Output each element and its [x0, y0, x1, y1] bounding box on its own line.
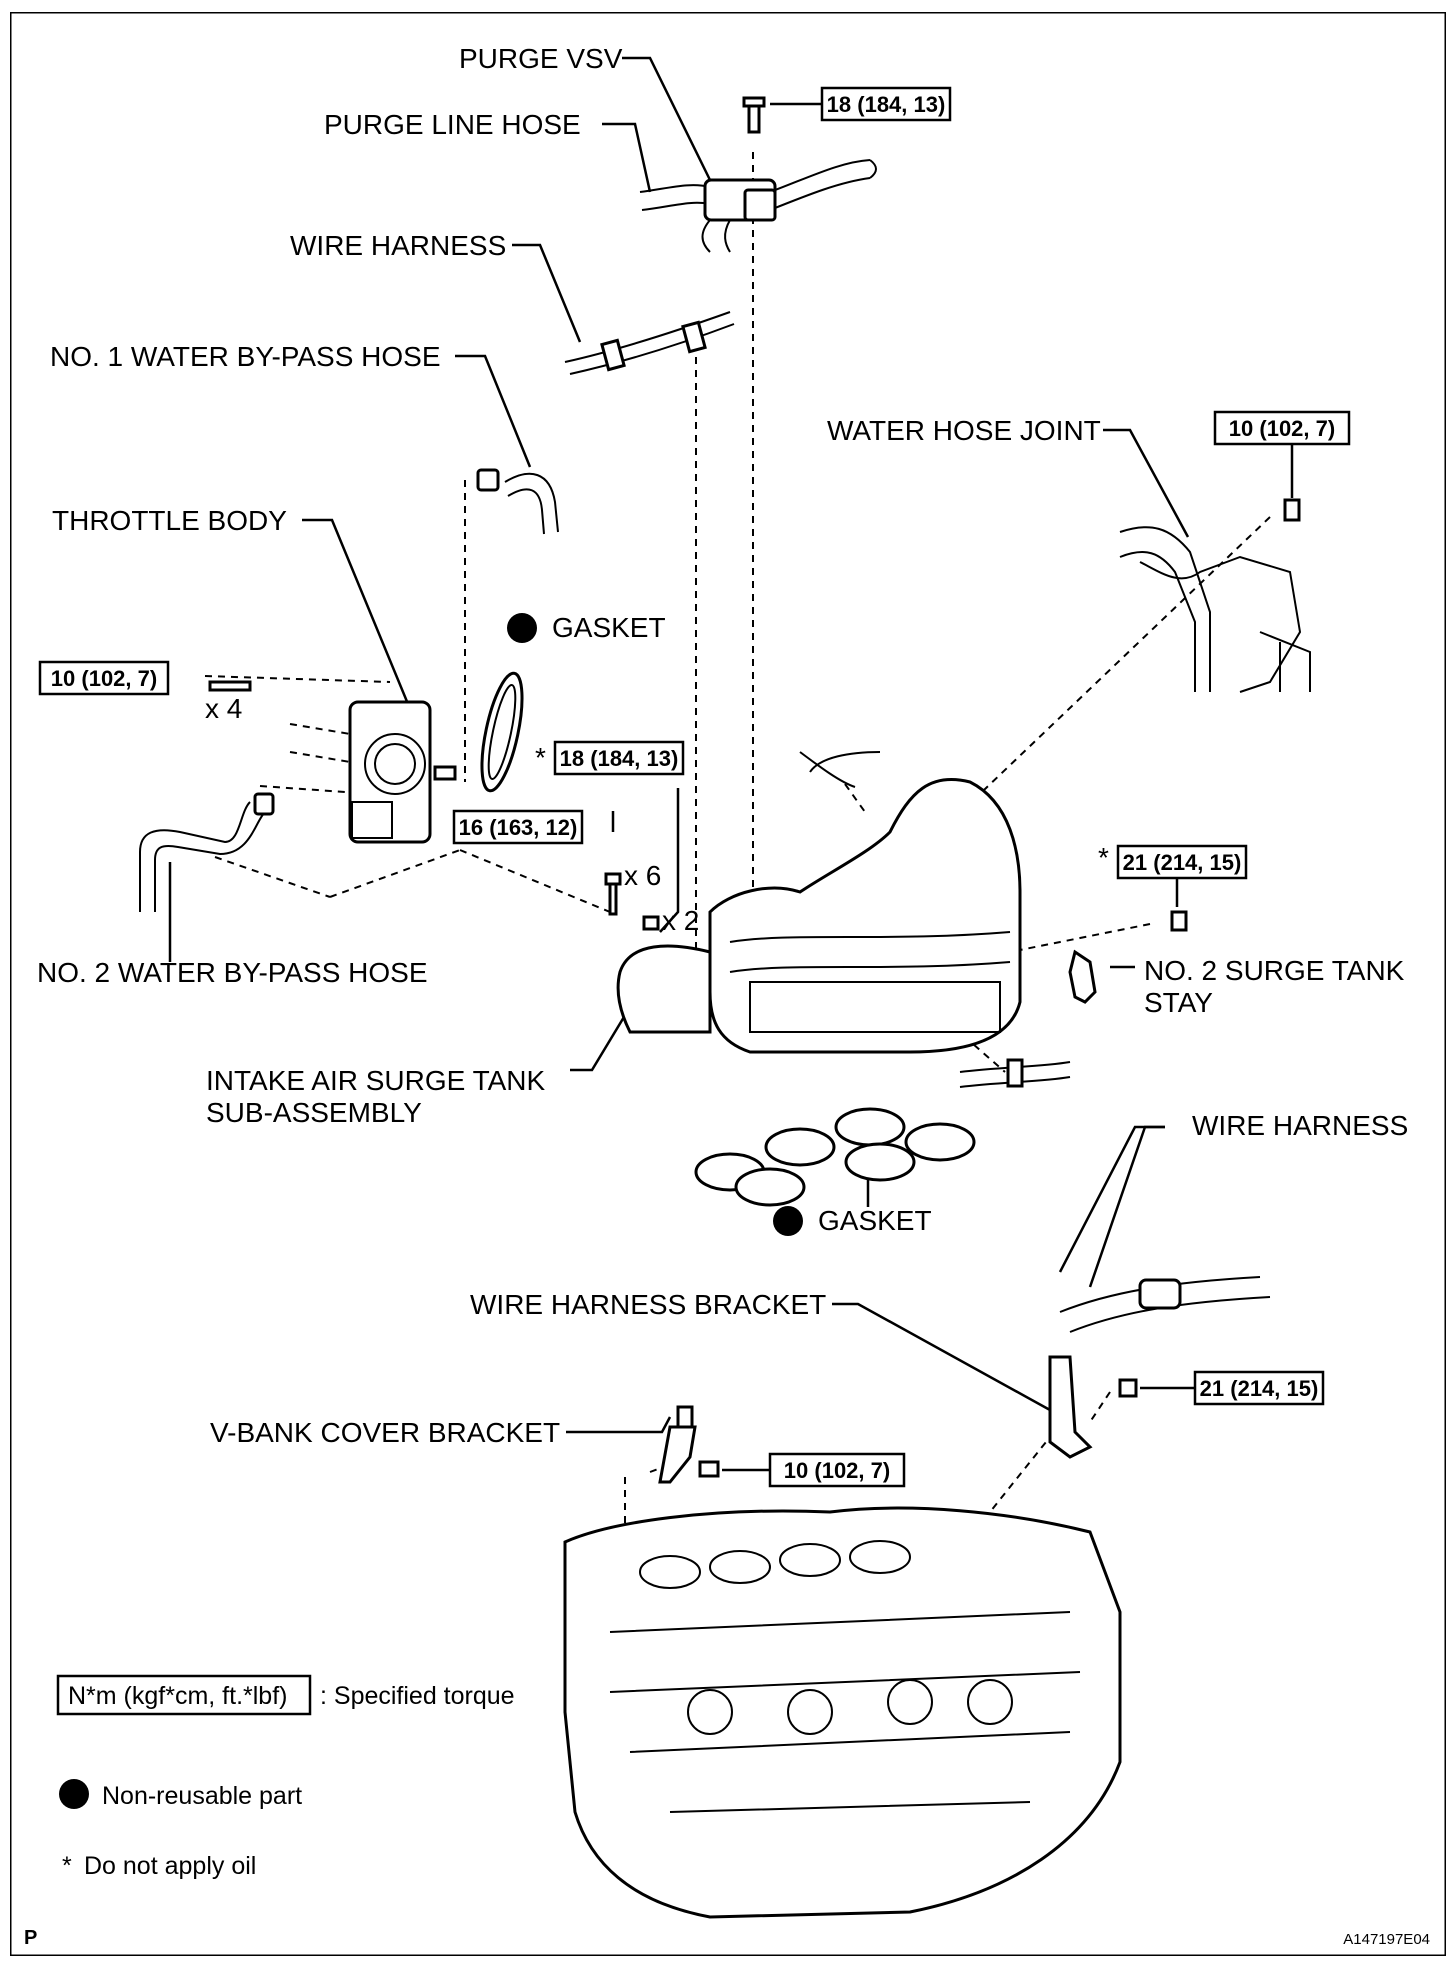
label-no2-water-bypass-hose: NO. 2 WATER BY-PASS HOSE: [37, 957, 428, 988]
engine-block-part: [563, 1506, 1122, 1919]
qty-surge-tank-nuts: x 2: [662, 905, 699, 936]
label-water-hose-joint: WATER HOSE JOINT: [827, 415, 1101, 446]
legend-torque: N*m (kgf*cm, ft.*lbf) : Specified torque: [56, 1674, 515, 1716]
nonreusable-mark-gasket-bottom: [773, 1206, 803, 1236]
legend-nonreusable: Non-reusable part: [59, 1779, 302, 1810]
svg-text:10 (102, 7): 10 (102, 7): [1229, 416, 1335, 441]
svg-text:21 (214, 15): 21 (214, 15): [1123, 850, 1242, 875]
label-intake-surge-tank-line2: SUB-ASSEMBLY: [206, 1097, 422, 1128]
svg-text:16 (163, 12): 16 (163, 12): [459, 815, 578, 840]
figure-id: A147197E04: [1343, 1931, 1430, 1948]
wire-harness-top-part: [564, 311, 735, 375]
throttle-gasket-part: [480, 671, 524, 793]
torque-box-wire-harness-bracket: 21 (214, 15): [1193, 1370, 1325, 1406]
throttle-body-part: [208, 680, 457, 844]
label-vbank-cover-bracket: V-BANK COVER BRACKET: [210, 1417, 560, 1448]
qty-throttle-bolts: x 4: [205, 693, 242, 724]
no1-water-bypass-hose-part: [476, 468, 559, 535]
svg-text:21 (214, 15): 21 (214, 15): [1200, 1376, 1319, 1401]
purge-vsv-part: [639, 96, 877, 253]
svg-text:Do not apply oil: Do not apply oil: [84, 1852, 256, 1880]
torque-box-purge-vsv: 18 (184, 13): [820, 86, 952, 122]
no2-water-bypass-hose-part: [139, 792, 275, 912]
torque-box-surge-tank-upper: * 18 (184, 13): [535, 740, 685, 776]
svg-text:: Specified torque: : Specified torque: [320, 1682, 515, 1710]
svg-text:10 (102, 7): 10 (102, 7): [51, 666, 157, 691]
water-hose-joint-part: [1119, 498, 1311, 693]
label-intake-surge-tank-line1: INTAKE AIR SURGE TANK: [206, 1065, 546, 1096]
leader-lines: [168, 56, 1190, 1434]
label-wire-harness-bracket: WIRE HARNESS BRACKET: [470, 1289, 826, 1320]
torque-box-throttle-body: 10 (102, 7): [38, 660, 170, 696]
svg-text:*: *: [1098, 842, 1109, 873]
svg-text:Non-reusable part: Non-reusable part: [102, 1782, 302, 1810]
torque-box-surge-tank-bolts: 16 (163, 12): [452, 809, 584, 845]
intake-surge-tank-part: [616, 751, 1022, 1054]
label-purge-vsv: PURGE VSV: [459, 43, 623, 74]
harness-bracket-part: [1048, 1276, 1271, 1459]
label-purge-line-hose: PURGE LINE HOSE: [324, 109, 581, 140]
svg-text:*: *: [535, 742, 546, 773]
label-no2-surge-tank-stay-line2: STAY: [1144, 987, 1213, 1018]
nonreusable-legend-dot: [59, 1779, 89, 1809]
svg-text:18 (184, 13): 18 (184, 13): [827, 92, 946, 117]
label-wire-harness-right: WIRE HARNESS: [1192, 1110, 1408, 1141]
label-no2-surge-tank-stay-line1: NO. 2 SURGE TANK: [1144, 955, 1405, 986]
nonreusable-mark-gasket-top: [507, 613, 537, 643]
wire-harness-right-part: [959, 1058, 1071, 1088]
footer-code: P: [24, 1927, 37, 1949]
svg-text:*: *: [62, 1852, 72, 1880]
legend-no-oil: * Do not apply oil: [62, 1852, 256, 1880]
label-wire-harness-top: WIRE HARNESS: [290, 230, 506, 261]
label-throttle-body: THROTTLE BODY: [52, 505, 287, 536]
torque-box-surge-tank-stay: * 21 (214, 15): [1098, 842, 1248, 880]
diagram-frame: PURGE VSV PURGE LINE HOSE WIRE HARNESS N…: [10, 12, 1446, 1956]
torque-box-water-hose-joint: 10 (102, 7): [1213, 410, 1351, 446]
svg-text:N*m (kgf*cm, ft.*lbf): N*m (kgf*cm, ft.*lbf): [68, 1682, 287, 1710]
torque-box-vbank-bracket: 10 (102, 7): [768, 1452, 906, 1488]
intake-gasket-part: [694, 1107, 976, 1207]
surge-tank-bolts-part: [604, 872, 1188, 932]
qty-surge-tank-bolts: x 6: [624, 860, 661, 891]
vbank-bracket-part: [658, 1405, 720, 1484]
svg-text:10 (102, 7): 10 (102, 7): [784, 1458, 890, 1483]
label-gasket-bottom: GASKET: [818, 1205, 932, 1236]
surge-tank-stay-part: [1068, 949, 1097, 1004]
svg-text:18 (184, 13): 18 (184, 13): [560, 746, 679, 771]
label-no1-water-bypass-hose: NO. 1 WATER BY-PASS HOSE: [50, 341, 441, 372]
label-gasket-top: GASKET: [552, 612, 666, 643]
